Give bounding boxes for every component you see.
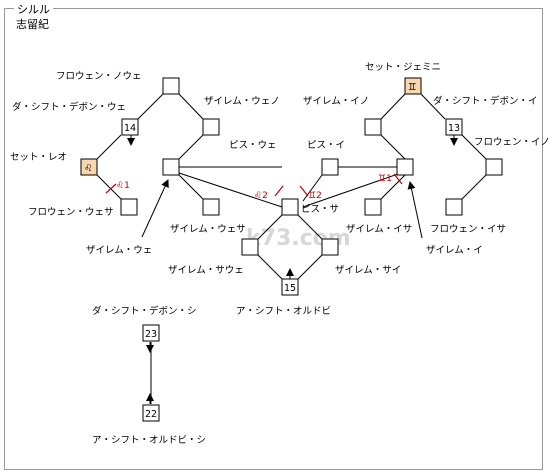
leo-icon: ♌: [84, 163, 93, 174]
room-number-22: 22: [145, 409, 157, 420]
room-zairem-i[interactable]: [396, 158, 414, 176]
label-zairem-isa: ザイレム・イサ: [346, 224, 412, 235]
room-number-15: 15: [284, 283, 296, 294]
room-frowen-nowe[interactable]: [162, 77, 180, 95]
room-set-leo[interactable]: [80, 158, 98, 176]
map-frame: [4, 8, 543, 470]
link-13-frowenino: [461, 134, 487, 160]
link-nowe-zairemnowe: [178, 93, 204, 120]
link-sawe-15: [257, 254, 283, 280]
room-pis-sa[interactable]: [281, 198, 299, 216]
label-frowen-ino: フロウェン・イノ: [474, 137, 549, 148]
label-zairem-we: ザイレム・ウェ: [86, 245, 152, 256]
label-frowen-wesa: フロウェン・ウェサ: [28, 207, 114, 218]
link-gemini-13: [420, 93, 446, 120]
room-zairem-sai[interactable]: [321, 238, 339, 256]
gate-tick-leo2: [274, 185, 284, 197]
panel-subtitle: 志留紀: [16, 18, 49, 31]
panel-title: シルル: [14, 1, 53, 17]
label-frowen-isa: フロウェン・イサ: [430, 224, 506, 235]
gate-marker-leo2: ♌2: [254, 191, 268, 201]
link-zairemi-zairemisa: [380, 174, 406, 200]
gate-tick-gem2: [299, 185, 309, 197]
label-zairem-i: ザイレム・イ: [426, 245, 483, 256]
stair-arrows: [127, 135, 458, 404]
link-pissa-pisi: [302, 174, 323, 202]
room-15[interactable]: [281, 278, 299, 296]
pointer-zairem-we: [141, 179, 169, 238]
room-number-14: 14: [124, 123, 136, 134]
label-pis-sa: ピス・サ: [301, 204, 339, 215]
gate-tick-leo1: [105, 183, 117, 194]
room-zairem-isa[interactable]: [364, 198, 382, 216]
link-leo-wesa: [96, 174, 122, 200]
label-da-shift-devon-we: ダ・シフト・デボン・ウェ: [12, 101, 126, 113]
label-pointers: [141, 179, 423, 239]
room-23[interactable]: [142, 324, 160, 342]
label-zairem-sawe: ザイレム・サウェ: [168, 265, 244, 276]
room-22[interactable]: [142, 404, 160, 422]
link-frowenino-frowenisa: [461, 174, 487, 200]
link-gemini-zairemino: [380, 93, 406, 120]
gate-marker-gem2: ♊2: [308, 191, 322, 201]
rooms: [80, 77, 503, 422]
link-pissa-sawe: [257, 214, 283, 240]
room-zairem-ino[interactable]: [364, 118, 382, 136]
room-pis-i[interactable]: [321, 158, 339, 176]
gate-marker-gem1: ♊1: [378, 174, 392, 184]
label-pis-i: ピス・イ: [307, 140, 345, 151]
room-frowen-ino[interactable]: [485, 158, 503, 176]
room-zairem-wesa[interactable]: [202, 198, 220, 216]
gate-marker-leo1: ♌1: [116, 181, 130, 191]
gemini-icon: ♊: [408, 82, 417, 93]
label-frowen-nowe: フロウェン・ノウェ: [56, 71, 142, 82]
room-number-13: 13: [448, 123, 460, 134]
room-number-23: 23: [145, 329, 157, 340]
link-zairemnowe-zairemwe: [178, 134, 204, 160]
label-zairem-wesa: ザイレム・ウェサ: [170, 224, 246, 235]
link-zairemwe-pissa: [175, 171, 283, 208]
room-zairem-nowe[interactable]: [202, 118, 220, 136]
label-set-leo: セット・レオ: [10, 152, 67, 163]
link-zairemino-zairemi: [380, 134, 406, 160]
room-13[interactable]: [445, 118, 463, 136]
label-zairem-nowe: ザイレム・ウェノ: [204, 96, 280, 107]
link-zairemwe-zairemwesa: [178, 174, 204, 200]
label-da-shift-devon-si: ダ・シフト・デボン・シ: [92, 305, 197, 317]
label-pis-we: ピス・ウェ: [229, 140, 277, 151]
gate-ticks: [105, 173, 403, 197]
gate-tick-gem1: [393, 173, 403, 185]
label-zairem-sai: ザイレム・サイ: [335, 265, 401, 276]
pointer-zairem-i: [407, 181, 423, 239]
link-sai-15: [297, 254, 323, 280]
room-14[interactable]: [121, 118, 139, 136]
room-zairem-we[interactable]: [162, 158, 180, 176]
link-pissa-zairemi: [302, 173, 399, 208]
link-14-leo: [96, 134, 122, 160]
room-frowen-wesa[interactable]: [120, 198, 138, 216]
label-a-shift-ordovi-si: ア・シフト・オルドビ・シ: [92, 435, 206, 446]
room-frowen-isa[interactable]: [445, 198, 463, 216]
label-zairem-ino: ザイレム・イノ: [303, 96, 369, 107]
link-pissa-sai: [297, 214, 323, 240]
label-set-gemini: セット・ジェミニ: [365, 62, 441, 73]
room-zairem-sawe[interactable]: [241, 238, 259, 256]
label-da-shift-devon-i: ダ・シフト・デボン・イ: [433, 95, 538, 107]
room-set-gemini[interactable]: [404, 77, 422, 95]
link-nowe-14: [137, 93, 164, 120]
label-a-shift-ordovi: ア・シフト・オルドビ: [236, 306, 331, 317]
